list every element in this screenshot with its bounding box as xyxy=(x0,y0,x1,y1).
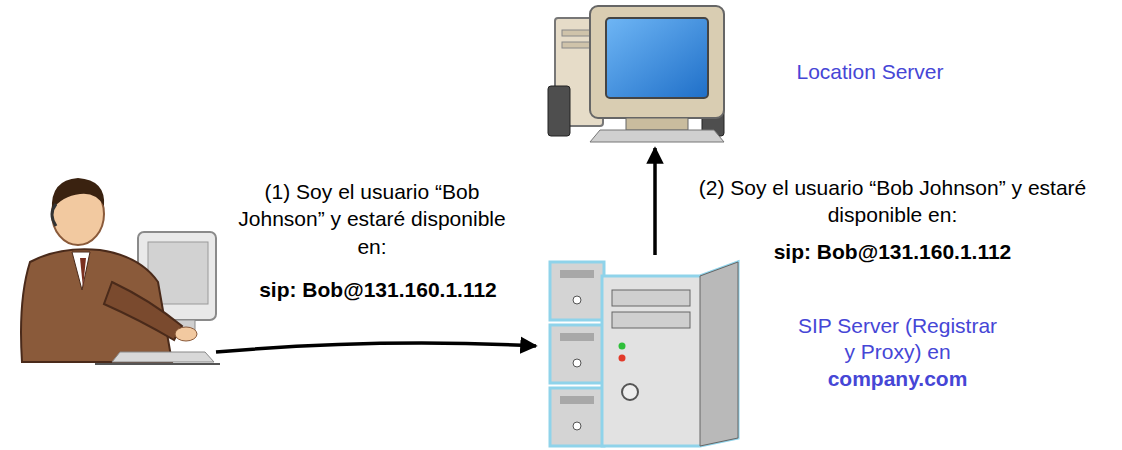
edge-label: (2) Soy el usuario “Bob Johnson” y estar… xyxy=(690,174,1095,229)
register-arrow xyxy=(216,343,536,352)
sip-address: sip: Bob@131.160.1.112 xyxy=(222,276,534,303)
node-label: Location Server xyxy=(760,59,980,85)
step-text: (1) Soy el usuario “Bob Johnson” y estar… xyxy=(222,178,522,260)
location-server-icon xyxy=(548,6,724,142)
user-figure xyxy=(21,178,220,364)
node-label: company.com xyxy=(790,366,1005,392)
node-label: SIP Server (Registrar y Proxy) en xyxy=(790,313,1005,366)
sip-server: SIP Server (Registrar y Proxy) encompany… xyxy=(545,255,1005,450)
sip-address: sip: Bob@131.160.1.112 xyxy=(690,238,1095,265)
flow-arrow xyxy=(653,148,657,255)
sip-server-icon xyxy=(550,262,738,446)
location-server: Location Server xyxy=(548,4,980,140)
